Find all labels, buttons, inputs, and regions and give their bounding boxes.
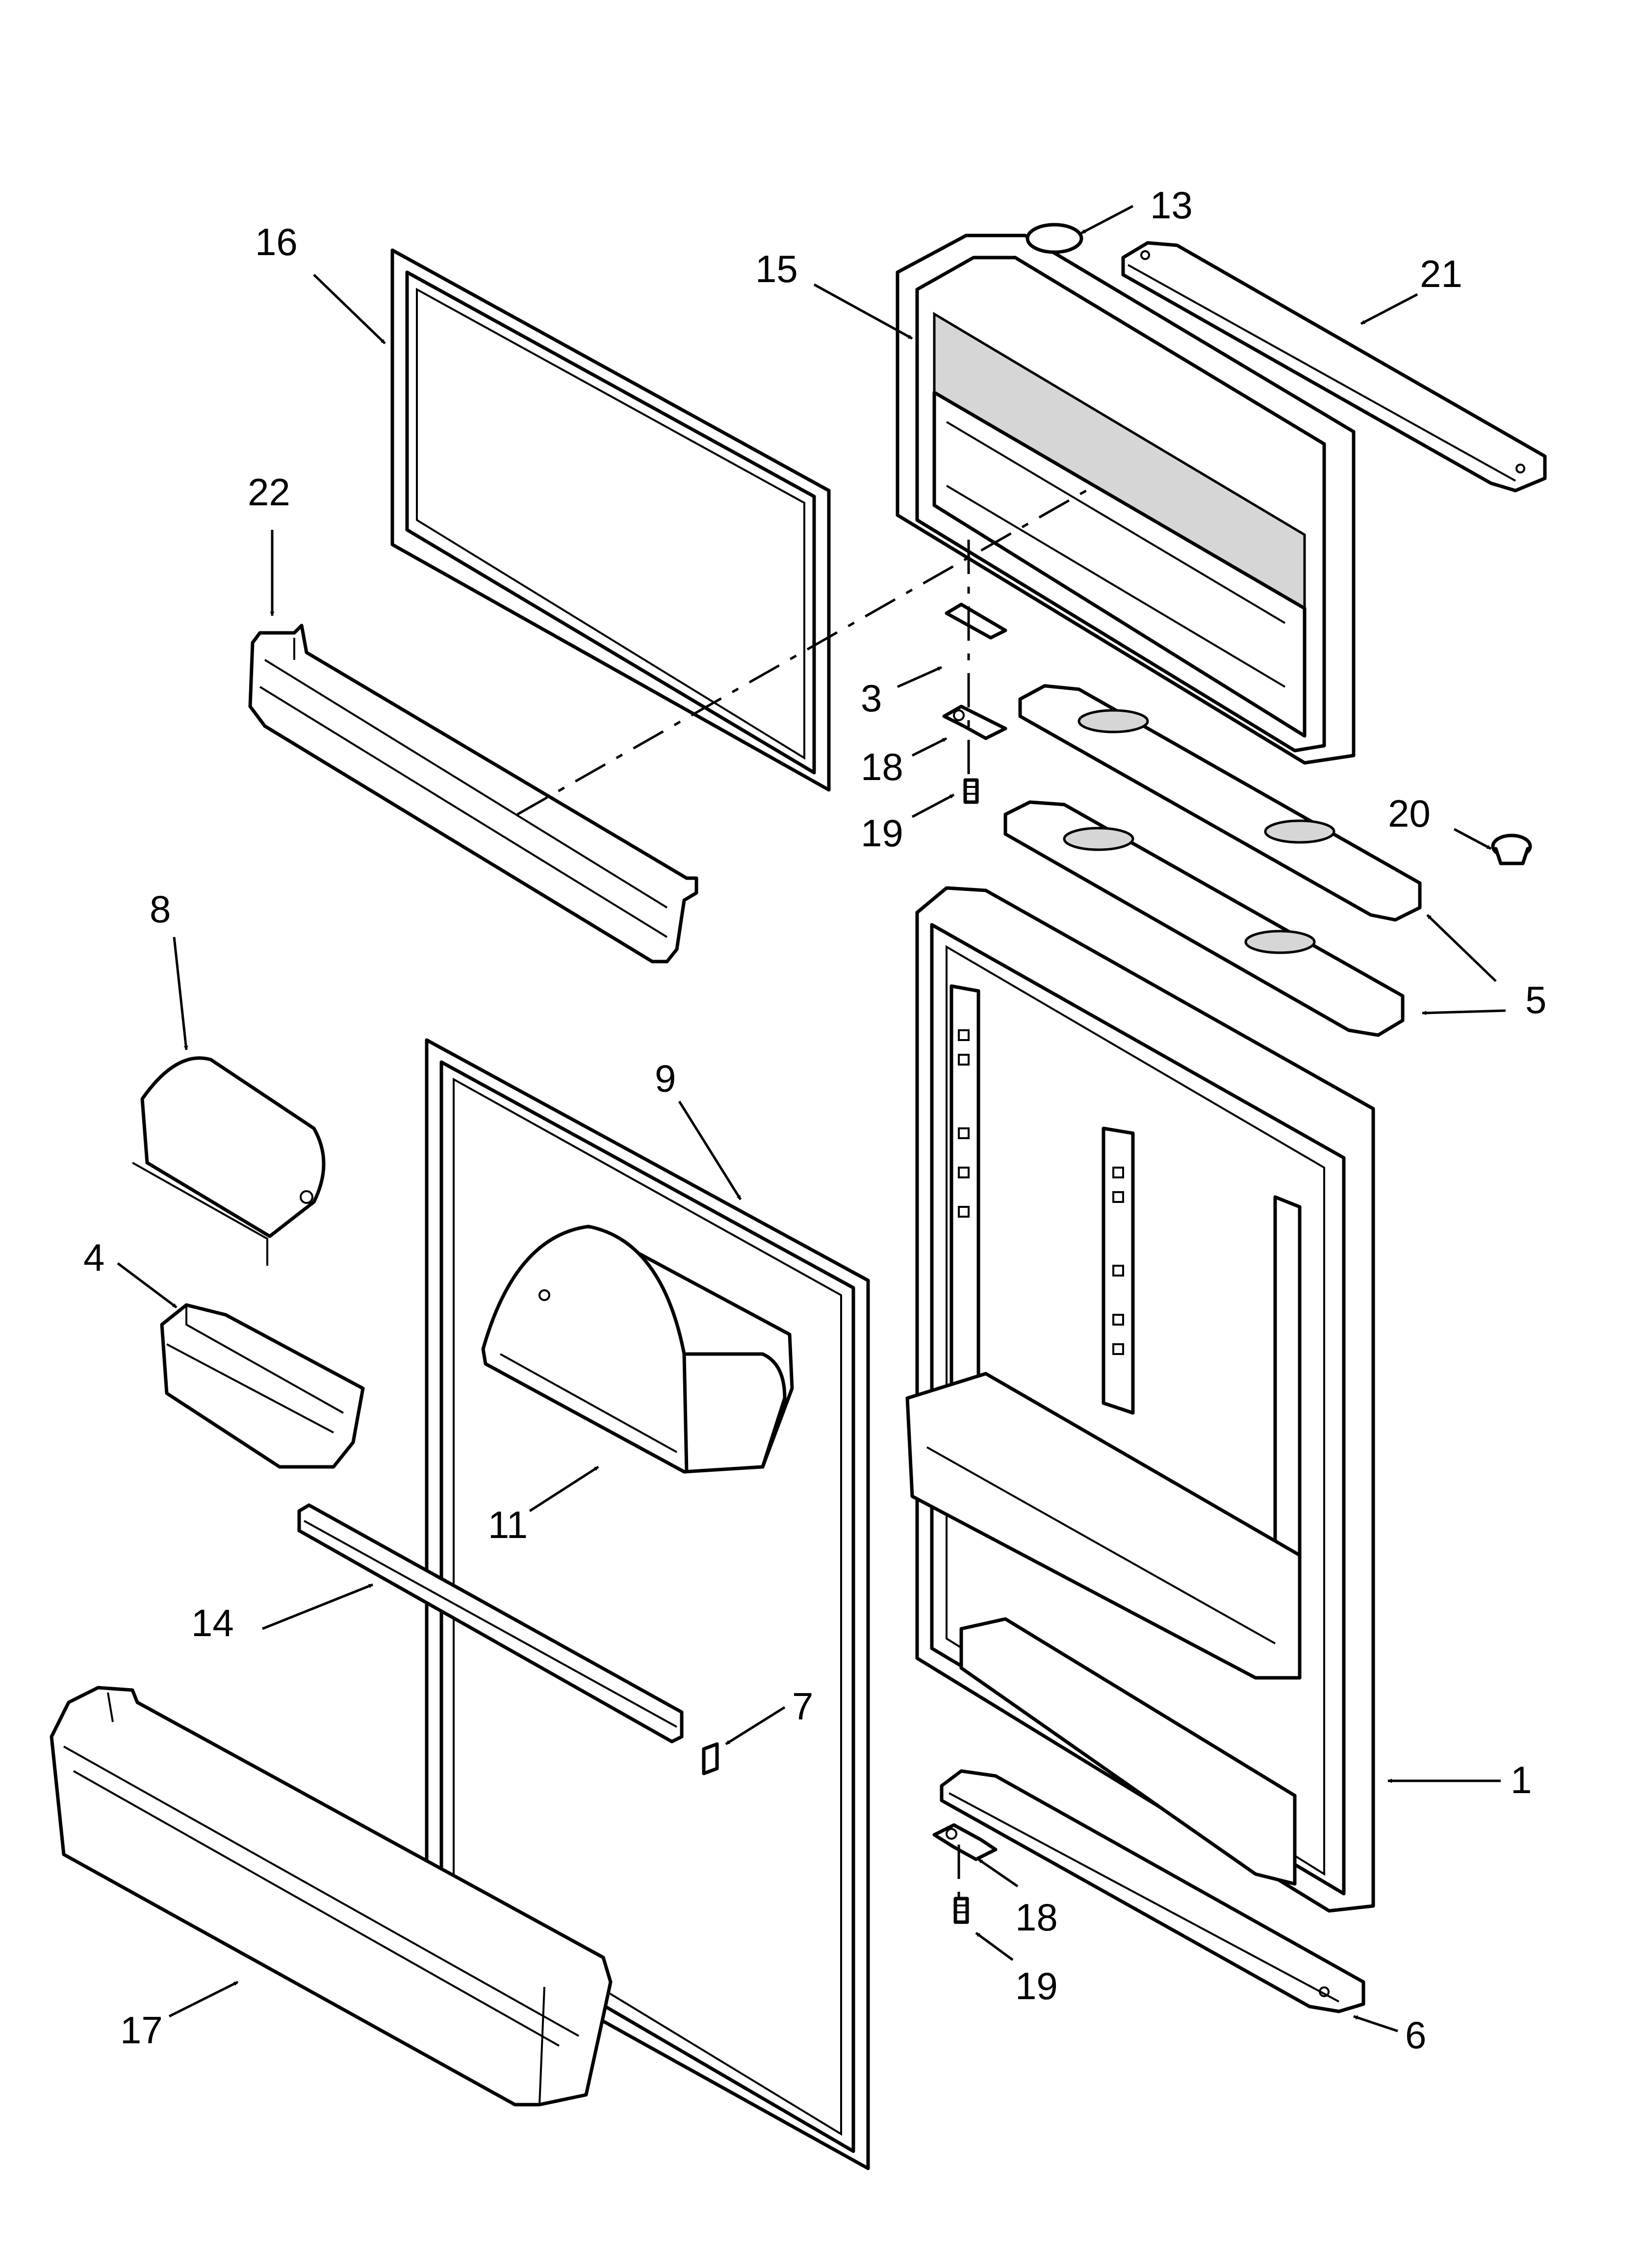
callout-19-upper: 19 (861, 811, 903, 855)
part-22-freezer-door-bin (248, 624, 698, 964)
callout-18-lower: 18 (1015, 1896, 1058, 1939)
callout-20: 20 (1388, 792, 1431, 835)
part-14-trim-strip (297, 1503, 684, 1744)
callout-11: 11 (488, 1503, 528, 1546)
part-7-clip (702, 1742, 719, 1775)
callout-4: 4 (83, 1236, 104, 1279)
part-5-handle-lower (1003, 800, 1405, 1037)
part-18-upper-hinge (942, 704, 1007, 740)
callout-19-lower: 19 (1015, 1964, 1058, 2007)
callout-22: 22 (248, 470, 290, 514)
callout-8: 8 (150, 887, 171, 931)
part-4-utility-bin (160, 1303, 365, 1469)
alignment-lines (516, 489, 1087, 1899)
callout-labels: 13 15 16 21 22 3 18 19 20 5 8 9 4 11 14 … (83, 183, 1546, 2057)
callout-18-upper: 18 (861, 745, 903, 788)
callout-5: 5 (1525, 978, 1546, 1021)
part-11-dairy-compartment (481, 1225, 794, 1474)
part-15-freezer-door (896, 234, 1356, 765)
callout-16: 16 (255, 220, 298, 263)
part-13-cap (1026, 223, 1083, 254)
part-17-door-bin (50, 1686, 613, 2107)
part-19-lower-screw (953, 1897, 969, 1924)
leader-lines (117, 205, 1506, 2033)
callout-14: 14 (191, 1601, 234, 1644)
callout-1: 1 (1511, 1758, 1532, 1801)
part-19-upper-screw (963, 778, 979, 804)
part-16-freezer-door-gasket (390, 248, 831, 792)
callout-13: 13 (1150, 183, 1193, 227)
callout-6: 6 (1405, 2013, 1426, 2057)
callout-21: 21 (1420, 252, 1462, 295)
part-21-top-trim (1121, 241, 1547, 493)
part-6-bottom-trim (940, 1769, 1365, 2013)
callout-7: 7 (792, 1685, 813, 1728)
part-1-refrigerator-door (905, 886, 1375, 1913)
callout-15: 15 (755, 247, 798, 290)
part-5-handle-upper (1018, 684, 1422, 922)
part-18-lower-hinge (932, 1823, 998, 1861)
part-20-plug (1491, 834, 1532, 865)
callout-9: 9 (655, 1057, 676, 1100)
part-8-dairy-door (132, 1056, 326, 1266)
callout-17: 17 (120, 2008, 163, 2052)
callout-3: 3 (861, 677, 882, 720)
part-3-hinge-plate (945, 602, 1007, 640)
